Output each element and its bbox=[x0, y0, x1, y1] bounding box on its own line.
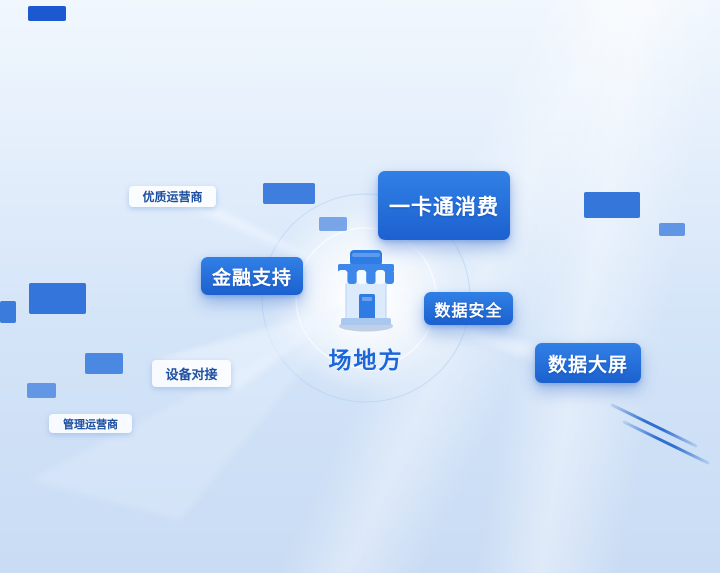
decor-rect bbox=[28, 6, 66, 21]
node-finance-support[interactable]: 金融支持 bbox=[201, 257, 303, 295]
node-data-security[interactable]: 数据安全 bbox=[424, 292, 513, 325]
node-card-consume[interactable]: 一卡通消费 bbox=[378, 171, 510, 240]
center-label: 场地方 bbox=[328, 347, 404, 373]
decor-rect bbox=[29, 283, 86, 314]
decor-rect bbox=[584, 192, 640, 218]
decor-rect bbox=[27, 383, 56, 398]
awning bbox=[338, 264, 394, 284]
node-device-connect[interactable]: 设备对接 bbox=[152, 360, 231, 387]
decor-rect bbox=[319, 217, 347, 231]
center-node: 场地方 bbox=[316, 244, 416, 375]
node-data-screen[interactable]: 数据大屏 bbox=[535, 343, 641, 383]
decor-rect bbox=[263, 183, 315, 204]
decor-rect bbox=[659, 223, 685, 236]
decor-rect bbox=[85, 353, 123, 374]
storefront-icon bbox=[338, 250, 394, 332]
decor-rect bbox=[0, 301, 16, 323]
beam-lower-left bbox=[30, 312, 350, 520]
node-manage-operator[interactable]: 管理运营商 bbox=[49, 414, 132, 433]
node-premium-operator[interactable]: 优质运营商 bbox=[129, 186, 216, 207]
